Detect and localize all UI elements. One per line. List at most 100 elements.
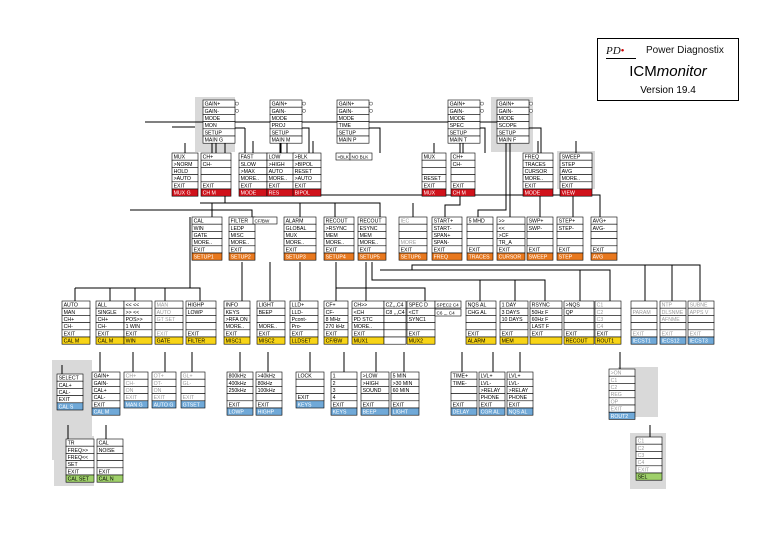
- menu-item-box[interactable]: [466, 223, 494, 232]
- menu-item-box[interactable]: [450, 174, 476, 183]
- menu-item-box[interactable]: [466, 238, 494, 247]
- menu-item-box[interactable]: [687, 315, 715, 323]
- menu-item-box[interactable]: [630, 300, 658, 309]
- menu-item-box[interactable]: [226, 393, 254, 402]
- menu-item-box[interactable]: [357, 252, 387, 261]
- menu-item-box[interactable]: [191, 252, 223, 261]
- menu-item-box[interactable]: [255, 393, 283, 402]
- menu-item-box[interactable]: [499, 322, 529, 331]
- menu-item-box[interactable]: [506, 407, 534, 416]
- menu-item-box[interactable]: [228, 252, 256, 261]
- menu-item-box[interactable]: [496, 135, 530, 144]
- menu-item-box[interactable]: [360, 407, 390, 416]
- menu-item-box[interactable]: [56, 402, 84, 411]
- menu-item-box[interactable]: [556, 252, 584, 261]
- menu-item-box[interactable]: [522, 188, 554, 197]
- menu-item-box[interactable]: [450, 386, 478, 394]
- menu-item-box[interactable]: [323, 336, 349, 345]
- menu-item-box[interactable]: [154, 322, 184, 331]
- menu-item-box[interactable]: [223, 336, 251, 345]
- menu-item-box[interactable]: [659, 322, 687, 331]
- menu-item-box[interactable]: [659, 336, 687, 345]
- menu-item-box[interactable]: [447, 135, 481, 144]
- menu-item-box[interactable]: [590, 231, 618, 239]
- menu-item-box[interactable]: [171, 188, 199, 197]
- menu-item-box[interactable]: [180, 400, 206, 409]
- menu-item-box[interactable]: [91, 407, 121, 416]
- menu-item-box[interactable]: [185, 336, 217, 345]
- menu-item-box[interactable]: [406, 336, 436, 345]
- menu-item-box[interactable]: [383, 329, 407, 338]
- menu-item-box[interactable]: [323, 252, 355, 261]
- menu-item-box[interactable]: [154, 336, 184, 345]
- menu-item-box[interactable]: [200, 174, 232, 183]
- menu-item-box[interactable]: [269, 135, 303, 144]
- menu-item-box[interactable]: [590, 252, 618, 261]
- menu-item-box[interactable]: [431, 252, 463, 261]
- menu-item-box[interactable]: [630, 336, 658, 345]
- menu-item-box[interactable]: [526, 238, 554, 247]
- menu-item-box[interactable]: [398, 223, 428, 232]
- menu-item-box[interactable]: [295, 400, 325, 409]
- menu-item-box[interactable]: [202, 135, 236, 144]
- menu-item-box[interactable]: [61, 336, 91, 345]
- menu-item-box[interactable]: [185, 315, 217, 323]
- menu-item-box[interactable]: [496, 252, 526, 261]
- menu-item-box[interactable]: [292, 188, 322, 197]
- menu-item-box[interactable]: [499, 336, 529, 345]
- menu-item-box[interactable]: [398, 252, 428, 261]
- menu-item-box[interactable]: [289, 336, 319, 345]
- menu-item-box[interactable]: [421, 159, 447, 168]
- menu-item-box[interactable]: [96, 460, 124, 469]
- menu-item-box[interactable]: [200, 167, 232, 175]
- menu-item-box[interactable]: [526, 252, 554, 261]
- menu-item-box[interactable]: [466, 231, 494, 239]
- menu-item-box[interactable]: [180, 386, 206, 394]
- menu-item-box[interactable]: [390, 407, 420, 416]
- menu-item-box[interactable]: [556, 231, 584, 239]
- menu-item-box[interactable]: [465, 336, 497, 345]
- menu-item-box[interactable]: [360, 393, 390, 402]
- menu-item-box[interactable]: [465, 315, 497, 323]
- menu-item-box[interactable]: [559, 188, 593, 197]
- menu-item-box[interactable]: [563, 336, 595, 345]
- menu-item-box[interactable]: [421, 188, 447, 197]
- menu-item-box[interactable]: [283, 252, 317, 261]
- menu-item-box[interactable]: [256, 336, 286, 345]
- menu-item-box[interactable]: [608, 411, 636, 420]
- menu-item-box[interactable]: [450, 407, 478, 416]
- menu-item-box[interactable]: [96, 474, 124, 483]
- menu-item-box[interactable]: [450, 167, 476, 175]
- menu-item-box[interactable]: [630, 322, 658, 331]
- menu-item-box[interactable]: [256, 315, 286, 323]
- menu-item-box[interactable]: [526, 231, 554, 239]
- menu-item-box[interactable]: [383, 336, 407, 345]
- menu-item-box[interactable]: [450, 188, 476, 197]
- menu-item-box[interactable]: [594, 336, 622, 345]
- menu-item-box[interactable]: [630, 315, 658, 323]
- menu-item-box[interactable]: [563, 322, 595, 331]
- menu-item-box[interactable]: [398, 231, 428, 239]
- menu-item-box[interactable]: [383, 315, 407, 323]
- menu-item-box[interactable]: [390, 393, 420, 402]
- menu-item-box[interactable]: [151, 400, 177, 409]
- menu-item-box[interactable]: [185, 322, 217, 331]
- menu-item-box[interactable]: [529, 336, 563, 345]
- menu-item-box[interactable]: [406, 322, 436, 331]
- menu-item-box[interactable]: [330, 407, 358, 416]
- menu-item-box[interactable]: [96, 453, 124, 461]
- menu-item-box[interactable]: [687, 336, 715, 345]
- menu-item-box[interactable]: [556, 238, 584, 247]
- menu-item-box[interactable]: [226, 407, 254, 416]
- menu-item-box[interactable]: [466, 252, 494, 261]
- menu-item-box[interactable]: [590, 238, 618, 247]
- menu-item-box[interactable]: [478, 407, 506, 416]
- menu-item-box[interactable]: [200, 188, 232, 197]
- menu-item-box[interactable]: [123, 400, 149, 409]
- menu-item-box[interactable]: [450, 393, 478, 402]
- menu-item-box[interactable]: [635, 472, 663, 481]
- menu-item-box[interactable]: [383, 322, 407, 331]
- menu-item-box[interactable]: [421, 167, 447, 175]
- menu-item-box[interactable]: [65, 474, 95, 483]
- menu-item-box[interactable]: [295, 386, 325, 394]
